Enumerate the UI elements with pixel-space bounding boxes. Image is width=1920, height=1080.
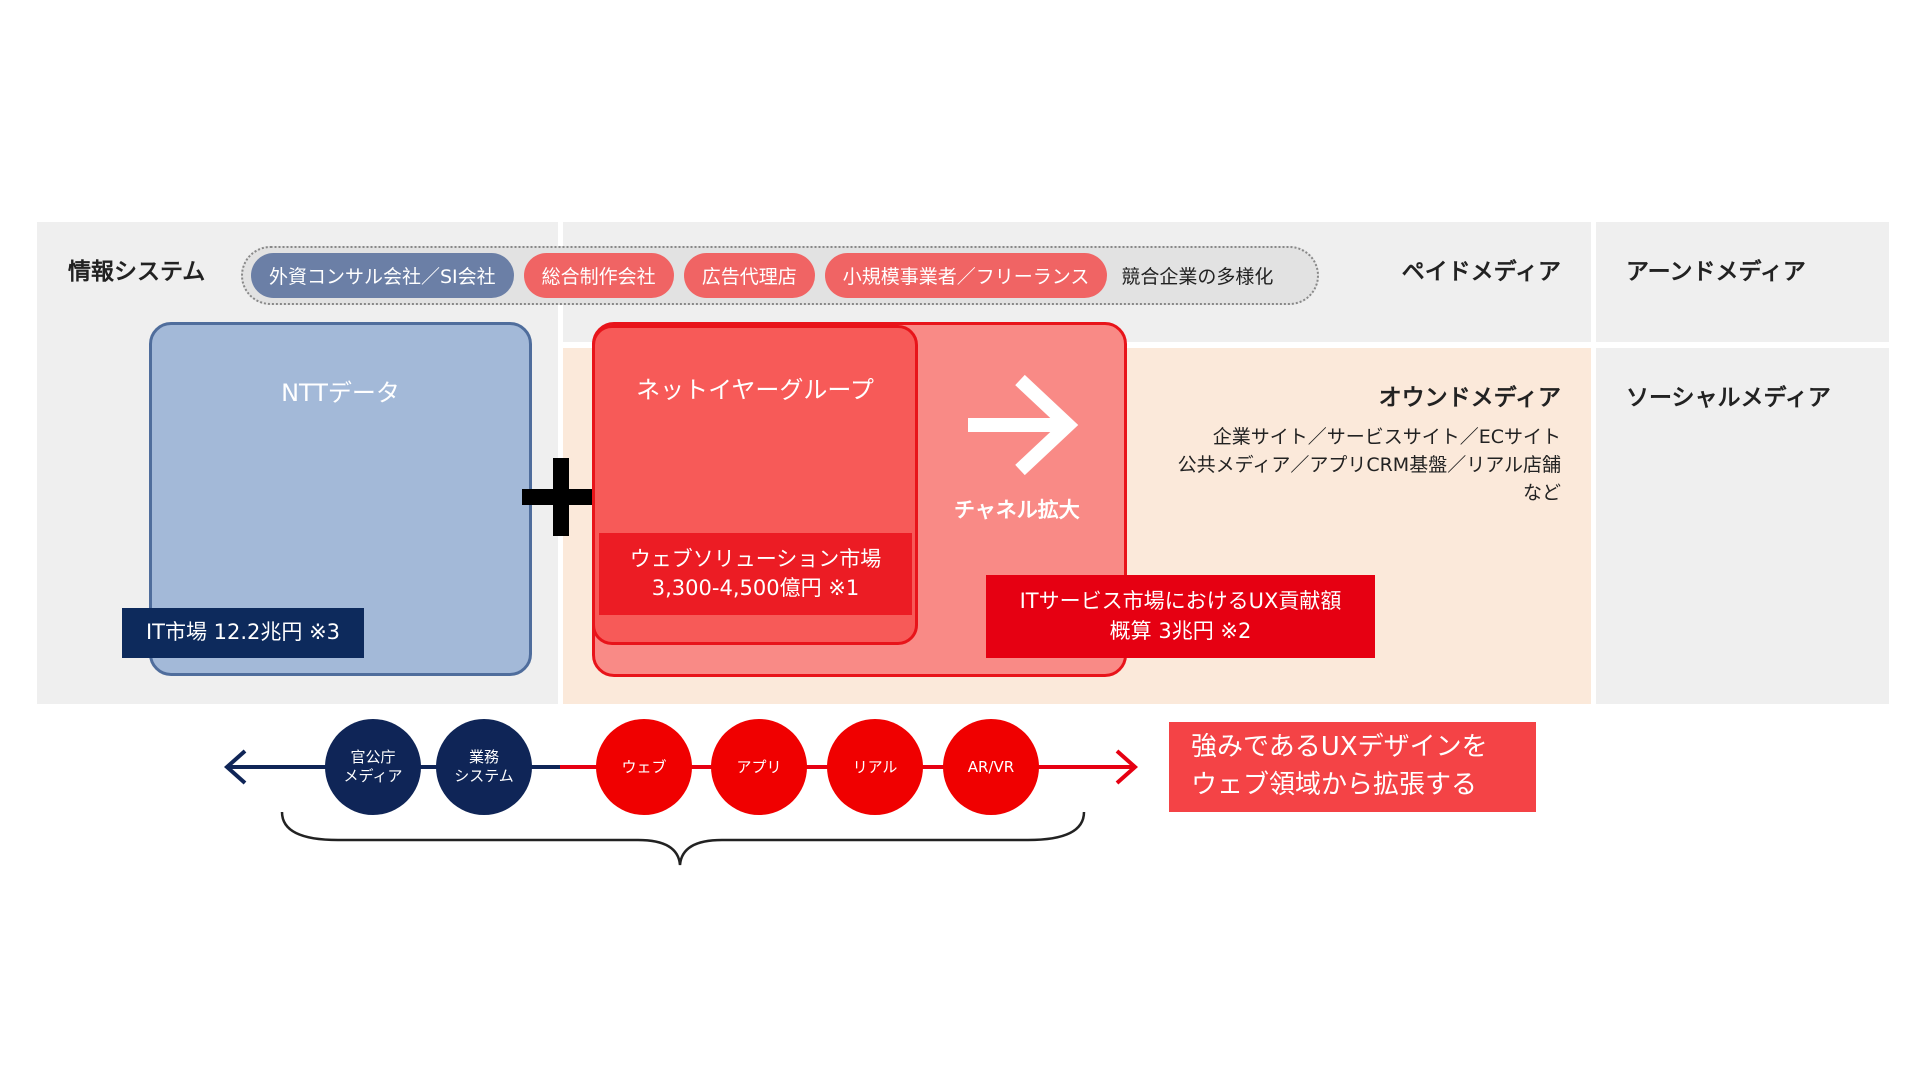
web-solution-line1: ウェブソリューション市場 (629, 546, 882, 571)
circle-line1: AR/VR (967, 757, 1015, 776)
channel-circle-label: リアル (853, 758, 898, 777)
owned-media-heading: オウンドメディア (1378, 385, 1561, 411)
social-media-panel (1596, 348, 1889, 704)
channel-circle-label: 官公庁メディア (344, 748, 403, 786)
circle-line1: 官公庁 (350, 748, 396, 767)
circle-line1: 業務 (468, 748, 499, 767)
channel-circle: 官公庁メディア (325, 719, 421, 815)
earned-media-heading: アーンドメディア (1626, 259, 1806, 285)
ntt-data-title: NTTデータ (281, 379, 400, 407)
competitor-pill: 総合制作会社 (523, 253, 674, 298)
owned-example: 企業サイト／サービスサイト／ECサイト (1212, 426, 1561, 448)
channel-circle-label: アプリ (736, 758, 781, 777)
circle-line1: アプリ (736, 757, 782, 776)
channel-expansion-label: チャネル拡大 (954, 498, 1080, 522)
circle-line2: メディア (343, 767, 403, 785)
web-solution-line2: 3,300-4,500億円 ※1 (651, 576, 860, 600)
ux-contribution-line2: 概算 3兆円 ※2 (1109, 618, 1252, 643)
channel-circle: アプリ (711, 719, 807, 815)
callout-box: 強みであるUXデザインを ウェブ領域から拡張する (1169, 722, 1536, 812)
earned-media-panel (1596, 222, 1889, 342)
channel-circle-label: 業務システム (454, 748, 514, 786)
channel-circle: 業務システム (436, 719, 532, 815)
competitor-pill: 外資コンサル会社／SI会社 (251, 253, 514, 298)
netyear-group-title: ネットイヤーグループ (636, 376, 874, 404)
channel-circle: ウェブ (596, 719, 692, 815)
channel-circle: リアル (827, 719, 923, 815)
callout-line2: ウェブ領域から拡張する (1191, 770, 1478, 800)
it-market-text: IT市場 12.2兆円 ※3 (145, 620, 341, 645)
arrow-right-icon (968, 374, 1079, 476)
competitor-pill: 広告代理店 (683, 253, 815, 298)
channel-circle-label: AR/VR (968, 758, 1014, 777)
ux-contribution-label: ITサービス市場におけるUX貢献額 概算 3兆円 ※2 (986, 575, 1375, 658)
owned-example: 公共メディア／アプリCRM基盤／リアル店舗 (1177, 454, 1561, 476)
channel-circle: AR/VR (943, 719, 1039, 815)
competitor-pill: 小規模事業者／フリーランス (824, 253, 1108, 298)
circle-line1: リアル (852, 757, 898, 776)
channel-circle-label: ウェブ (621, 758, 666, 777)
social-media-heading: ソーシャルメディア (1626, 385, 1831, 411)
owned-example: など (1522, 482, 1561, 504)
info-system-heading: 情報システム (68, 259, 206, 285)
paid-media-heading: ペイドメディア (1401, 259, 1561, 285)
web-solution-market-label: ウェブソリューション市場 3,300-4,500億円 ※1 (599, 533, 912, 615)
ux-contribution-line1: ITサービス市場におけるUX貢献額 (1019, 589, 1342, 614)
competitor-caption: 競合企業の多様化 (1121, 266, 1274, 288)
plus-icon (522, 458, 600, 536)
circle-line1: ウェブ (621, 757, 667, 776)
competitor-bar: 外資コンサル会社／SI会社 総合制作会社 広告代理店 小規模事業者／フリーランス… (241, 246, 1319, 305)
owned-media-examples: 企業サイト／サービスサイト／ECサイト 公共メディア／アプリCRM基盤／リアル店… (1178, 423, 1561, 507)
brace-icon (280, 811, 1086, 866)
circle-line2: システム (454, 767, 514, 785)
it-market-label: IT市場 12.2兆円 ※3 (122, 608, 364, 658)
callout-line1: 強みであるUXデザインを (1191, 732, 1488, 762)
